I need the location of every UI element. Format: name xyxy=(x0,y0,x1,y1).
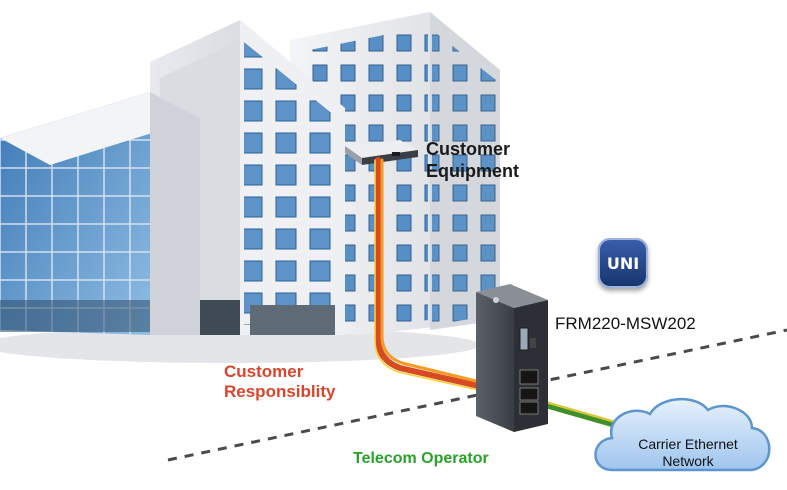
device-model-label: FRM220-MSW202 xyxy=(555,314,696,333)
telecom-operator-label: Telecom Operator xyxy=(353,450,489,467)
cloud-label-line2: Network xyxy=(662,453,714,469)
customer-equipment-line2: Equipment xyxy=(426,161,519,181)
responsibility-boundary-line xyxy=(167,328,787,462)
customer-side-cable xyxy=(374,157,508,397)
customer-responsibility-label: Customer Responsiblity xyxy=(224,362,335,402)
customer-responsibility-line1: Customer xyxy=(224,362,304,381)
customer-equipment-line1: Customer xyxy=(426,139,511,159)
media-converter-icon xyxy=(476,284,548,432)
cloud-label-line1: Carrier Ethernet xyxy=(638,436,738,452)
customer-responsibility-line2: Responsiblity xyxy=(224,382,336,401)
office-building-icon xyxy=(0,12,500,335)
cloud-icon xyxy=(594,397,771,472)
customer-equipment-label: Customer Equipment xyxy=(426,138,519,182)
uni-badge-icon: UNI xyxy=(598,238,648,288)
ground-shadow xyxy=(0,327,480,363)
uni-badge-text: UNI xyxy=(606,253,640,273)
carrier-ethernet-network-label: Carrier Ethernet Network xyxy=(612,436,764,470)
